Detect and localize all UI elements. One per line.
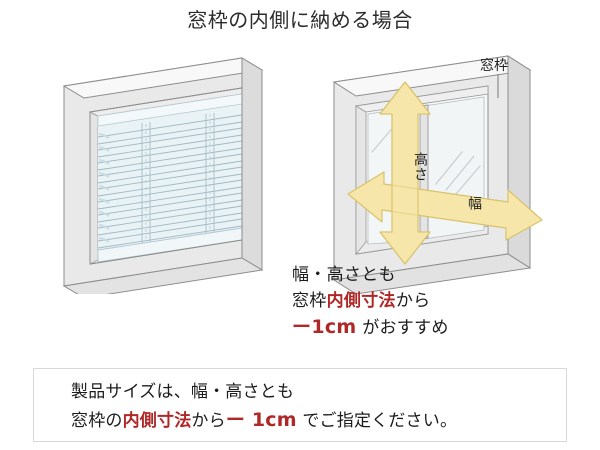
instruction-line-2-mid: から [191, 411, 226, 431]
instruction-line-2-suffix: でご指定ください。 [296, 411, 458, 431]
instruction-line-2-prefix: 窓枠の [71, 411, 123, 431]
blind-bottom-rail [97, 227, 242, 263]
window-frame-with-blind-illustration [62, 57, 264, 294]
instruction-measure-value: ー 1cm [225, 409, 297, 431]
note-line-2-suffix: から [395, 291, 431, 311]
instruction-line-2-emphasis: 内側寸法 [122, 411, 192, 431]
instruction-box: 製品サイズは、幅・高さとも 窓枠の内側寸法からー 1cm でご指定ください。 [33, 368, 567, 442]
note-line-2-emphasis: 内側寸法 [326, 291, 396, 311]
note-measure-value: 1cm [311, 316, 357, 338]
instruction-text: 製品サイズは、幅・高さとも 窓枠の内側寸法からー 1cm でご指定ください。 [71, 378, 551, 435]
note-line-1-text: 幅・高さとも [292, 265, 396, 285]
page-title: 窓枠の内側に納める場合 [187, 8, 413, 32]
frame-right-face [241, 57, 263, 271]
note-line-2-prefix: 窓枠 [292, 291, 327, 311]
blind-assembly [97, 93, 242, 264]
note-line-3: ー1cm がおすすめ [292, 314, 592, 341]
note-line-2: 窓枠内側寸法から [292, 288, 592, 314]
note-minus-sign: ー [292, 316, 312, 338]
recommendation-note: 幅・高さとも 窓枠内側寸法から ー1cm がおすすめ [292, 262, 592, 341]
frame-opening-outline [89, 87, 243, 265]
opening-reveal-left [355, 105, 367, 255]
label-width: 幅 [466, 196, 482, 211]
blind-headrail [97, 93, 242, 127]
note-line-3-suffix: がおすすめ [356, 318, 449, 338]
frame-inner-reveal-left [89, 111, 99, 265]
frame-bottom-face [332, 253, 532, 294]
frame-bottom-face [62, 257, 264, 294]
instruction-line-1-text: 製品サイズは、幅・高さとも [71, 382, 295, 402]
instruction-line-2: 窓枠の内側寸法からー 1cm でご指定ください。 [71, 406, 551, 435]
window-measurement-illustration [332, 55, 543, 294]
label-height: 高さ [412, 152, 428, 182]
height-arrow-overlap [379, 81, 431, 265]
label-window-frame: 窓枠 [480, 58, 508, 74]
note-line-1: 幅・高さとも [292, 262, 592, 288]
instruction-line-1: 製品サイズは、幅・高さとも [71, 378, 551, 406]
